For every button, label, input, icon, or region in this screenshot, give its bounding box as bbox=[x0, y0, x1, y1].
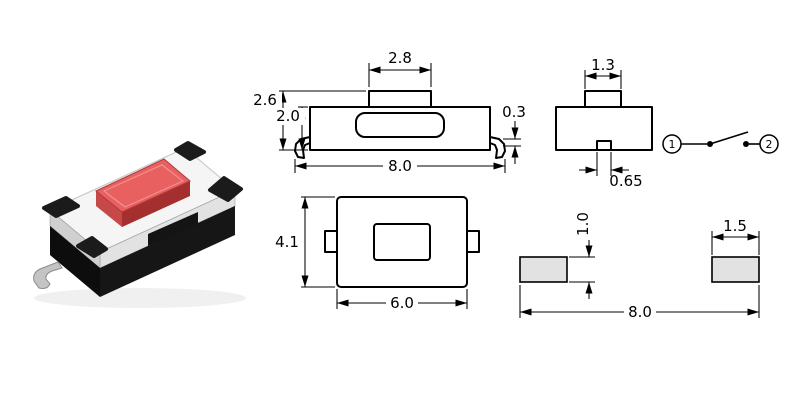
dim-top-body-length: 6.0 bbox=[390, 294, 414, 312]
body-left-lower-face bbox=[50, 226, 100, 297]
pad-layout: 1.0 1.5 8.0 bbox=[519, 212, 760, 321]
corner-cap bbox=[42, 196, 80, 218]
corner-cap bbox=[174, 141, 206, 161]
switch-photo-render bbox=[33, 141, 246, 308]
corner-cap bbox=[76, 236, 108, 258]
dim-front-total-height: 2.6 bbox=[253, 91, 277, 109]
top-view: 4.1 6.0 bbox=[275, 196, 480, 312]
pad-right bbox=[711, 256, 760, 283]
photo-shadow bbox=[34, 288, 246, 308]
dim-front-lead-span: 8.0 bbox=[388, 157, 412, 175]
front-recess-window bbox=[148, 212, 198, 246]
dim-pad-span: 8.0 bbox=[628, 303, 652, 321]
red-button-side-face bbox=[96, 191, 122, 227]
circuit-symbol: 1 2 bbox=[662, 131, 779, 154]
pin1-label: 1 bbox=[669, 138, 676, 151]
front-button bbox=[368, 90, 432, 108]
top-button-window bbox=[373, 223, 431, 261]
dim-side-stem-width: 0.65 bbox=[609, 172, 642, 190]
dim-pad-width: 1.5 bbox=[723, 217, 747, 235]
top-body bbox=[336, 196, 468, 288]
side-view: 1.3 0.65 bbox=[555, 56, 653, 190]
pin2-circle bbox=[759, 134, 779, 154]
red-button-top-face bbox=[95, 158, 191, 213]
dim-front-body-height: 2.0 bbox=[276, 107, 300, 125]
front-view: 2.8 2.6 2.0 0.3 8.0 bbox=[249, 49, 526, 175]
dim-pad-height: 1.0 bbox=[574, 212, 592, 236]
metal-terminal bbox=[33, 261, 63, 289]
pin2-label: 2 bbox=[766, 138, 773, 151]
switch-lever bbox=[709, 131, 749, 145]
contact-dot-right bbox=[743, 141, 749, 147]
body-front-lower-face bbox=[100, 206, 235, 297]
top-lead-right bbox=[466, 230, 480, 253]
front-inner-recess bbox=[355, 112, 445, 138]
side-bottom-stem bbox=[596, 140, 612, 151]
front-lead-right bbox=[489, 136, 506, 159]
dim-top-body-width: 4.1 bbox=[275, 233, 299, 251]
red-button-bevel-highlight bbox=[102, 164, 185, 208]
dim-front-button-width: 2.8 bbox=[388, 49, 412, 67]
top-lead-left bbox=[324, 230, 338, 253]
dim-front-lead-thickness: 0.3 bbox=[502, 103, 526, 121]
corner-cap bbox=[208, 176, 243, 202]
pad-left bbox=[519, 256, 568, 283]
side-button bbox=[584, 90, 622, 108]
red-button-front-face bbox=[122, 181, 190, 227]
dim-side-button-width: 1.3 bbox=[591, 56, 615, 74]
front-body bbox=[309, 106, 491, 151]
